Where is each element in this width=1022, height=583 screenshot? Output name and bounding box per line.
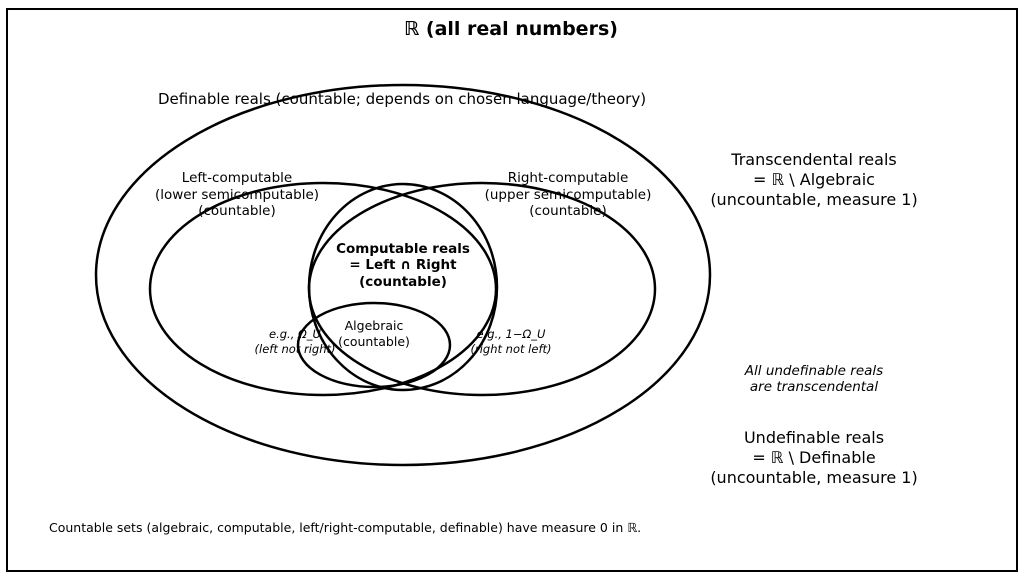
right-line: Right-computable (508, 170, 629, 186)
right-example-line: e.g., 1−Ω_U (477, 327, 546, 341)
definable-label: Definable reals (countable; depends on c… (158, 90, 646, 108)
frame (6, 8, 1018, 572)
undefinable-note: All undefinable reals are transcendental (744, 363, 883, 395)
undefinable-line: Undefinable reals (744, 428, 884, 447)
algebraic-label: Algebraic (countable) (338, 318, 410, 349)
right-line: (countable) (529, 203, 607, 219)
right-line: (upper semicomputable) (485, 187, 652, 203)
transcendental-line: Transcendental reals (730, 150, 896, 169)
computable-line: (countable) (359, 274, 447, 290)
computable-label: Computable reals = Left ∩ Right (countab… (336, 241, 470, 290)
right-example-label: e.g., 1−Ω_U (right not left) (471, 327, 552, 356)
left-example-line: (left not right) (255, 342, 336, 356)
left-line: Left-computable (182, 170, 292, 186)
transcendental-line: = ℝ \ Algebraic (753, 170, 875, 189)
title: ℝ (all real numbers) (404, 18, 618, 40)
left-line: (lower semicomputable) (155, 187, 319, 203)
computable-line: = Left ∩ Right (349, 257, 457, 273)
right-computable-label: Right-computable (upper semicomputable) … (485, 170, 652, 219)
left-line: (countable) (198, 203, 276, 219)
algebraic-line: Algebraic (345, 318, 404, 333)
note-line: All undefinable reals (744, 363, 883, 379)
left-example-line: e.g., Ω_U (269, 327, 322, 341)
algebraic-ellipse (296, 301, 452, 389)
left-computable-label: Left-computable (lower semicomputable) (… (155, 170, 319, 219)
undefinable-line: (uncountable, measure 1) (710, 468, 917, 487)
note-line: are transcendental (750, 379, 878, 395)
footnote: Countable sets (algebraic, computable, l… (49, 520, 641, 535)
undefinable-label: Undefinable reals = ℝ \ Definable (uncou… (710, 428, 917, 487)
computable-ellipse (307, 182, 499, 392)
algebraic-line: (countable) (338, 334, 410, 349)
left-example-label: e.g., Ω_U (left not right) (255, 327, 336, 356)
transcendental-line: (uncountable, measure 1) (710, 190, 917, 209)
right-example-line: (right not left) (471, 342, 552, 356)
undefinable-line: = ℝ \ Definable (752, 448, 875, 467)
computable-line: Computable reals (336, 241, 470, 257)
definable-reals-ellipse (94, 83, 712, 467)
transcendental-label: Transcendental reals = ℝ \ Algebraic (un… (710, 150, 917, 209)
